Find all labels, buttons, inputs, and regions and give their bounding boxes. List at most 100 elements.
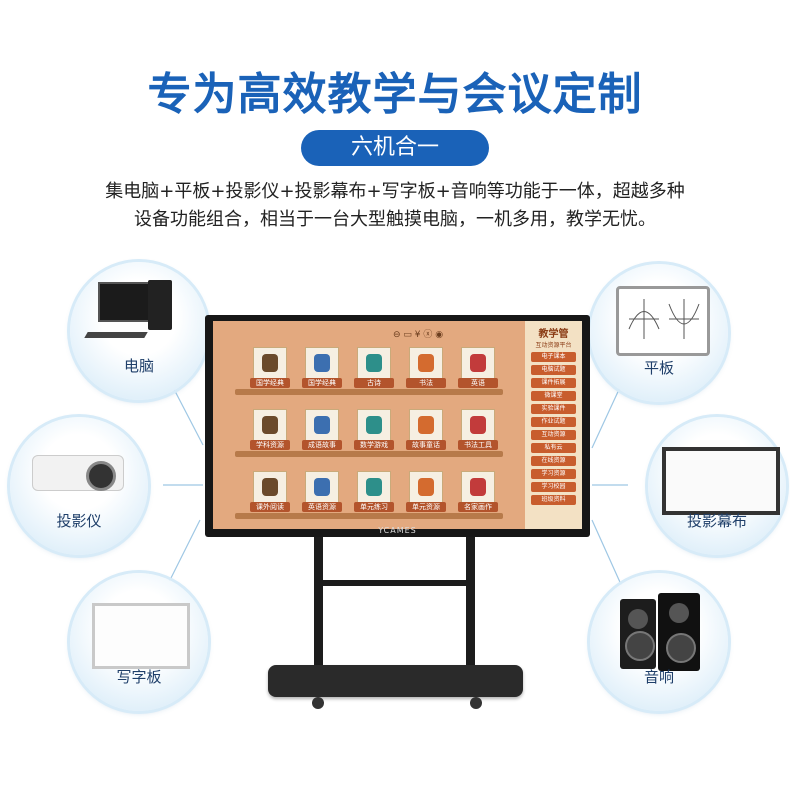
resource-book[interactable]: 书法 (406, 347, 446, 388)
resource-book[interactable]: 成语故事 (302, 409, 342, 450)
six-in-one-badge: 六机合一 (301, 130, 489, 166)
whiteboard-label: 写字板 (116, 668, 162, 686)
resource-book[interactable]: 国学经典 (302, 347, 342, 388)
book-label: 英语 (458, 378, 498, 388)
resource-book[interactable]: 数学游戏 (354, 409, 394, 450)
stand-crossbar-top (315, 580, 475, 586)
speaker-circle: 音响 (590, 573, 728, 711)
book-label: 名家画作 (458, 502, 498, 512)
book-cover-icon (418, 478, 434, 496)
book-cover-icon (418, 416, 434, 434)
shelf-row-2: 学科资源 成语故事 数学游戏 故事童话 书法工具 (235, 403, 503, 457)
tablet-circle: 平板 (590, 264, 728, 402)
menu-item[interactable]: 电脑试题 (531, 365, 576, 375)
book-label: 国学经典 (302, 378, 342, 388)
menu-item[interactable]: 学习资源 (531, 469, 576, 479)
speaker-right-icon (658, 593, 700, 671)
computer-tower-icon (148, 280, 172, 330)
book-cover-icon (262, 478, 278, 496)
book-label: 书法工具 (458, 440, 498, 450)
description-line-2: 设备功能组合，相当于一台大型触摸电脑，一机多用，教学无忧。 (134, 209, 656, 230)
keyboard-icon (84, 332, 148, 338)
resource-book[interactable]: 课外阅读 (250, 471, 290, 512)
book-label: 书法 (406, 378, 446, 388)
whiteboard-circle: 写字板 (70, 573, 208, 711)
book-cover-icon (314, 416, 330, 434)
book-cover-icon (314, 478, 330, 496)
resource-menu: 教学管 互动资源平台 电子课本电脑试题课件拓展微课堂实验课件作业试题互动资源私有… (525, 321, 582, 529)
resource-book[interactable]: 名家画作 (458, 471, 498, 512)
book-label: 学科资源 (250, 440, 290, 450)
resource-book[interactable]: 英语资源 (302, 471, 342, 512)
book-cover-icon (262, 354, 278, 372)
book-label: 课外阅读 (250, 502, 290, 512)
resource-book[interactable]: 古诗 (354, 347, 394, 388)
shelf-row-3: 课外阅读 英语资源 单元练习 单元资源 名家画作 (235, 465, 503, 519)
resource-book[interactable]: 单元资源 (406, 471, 446, 512)
menu-item[interactable]: 班级资料 (531, 495, 576, 505)
projector-label: 投影仪 (56, 512, 102, 530)
display-screen: ⊖ ▭ ¥ ⓧ ◉ 国学经典 国学经典 古诗 书法 英语 学科资源 成语故事 数学游戏 故事童… (213, 321, 525, 529)
screen-circle: 投影幕布 (648, 417, 786, 555)
book-cover-icon (470, 416, 486, 434)
resource-book[interactable]: 英语 (458, 347, 498, 388)
resource-book[interactable]: 学科资源 (250, 409, 290, 450)
book-cover-icon (262, 416, 278, 434)
book-label: 数学游戏 (354, 440, 394, 450)
wheel-left-icon (312, 697, 324, 709)
description-line-1: 集电脑+平板+投影仪+投影幕布+写字板+音响等功能于一体，超越多种 (105, 181, 685, 202)
stand-post-right (466, 537, 475, 667)
menu-item[interactable]: 电子课本 (531, 352, 576, 362)
resource-book[interactable]: 故事童话 (406, 409, 446, 450)
whiteboard-icon (92, 603, 190, 669)
menu-item[interactable]: 课件拓展 (531, 378, 576, 388)
book-cover-icon (366, 354, 382, 372)
tablet-label: 平板 (643, 359, 674, 377)
menu-subtitle: 互动资源平台 (535, 342, 572, 349)
menu-item[interactable]: 互动资源 (531, 430, 576, 440)
resource-book[interactable]: 书法工具 (458, 409, 498, 450)
speaker-label: 音响 (643, 668, 674, 686)
computer-circle: 电脑 (70, 262, 208, 400)
description: 集电脑+平板+投影仪+投影幕布+写字板+音响等功能于一体，超越多种 设备功能组合… (0, 178, 790, 234)
computer-label: 电脑 (123, 357, 154, 375)
tablet-icon (616, 286, 710, 356)
brand-logo: YCAMES (378, 526, 417, 535)
screen-toolbar: ⊖ ▭ ¥ ⓧ ◉ (393, 330, 444, 340)
book-cover-icon (470, 354, 486, 372)
menu-title: 教学管 (538, 329, 569, 340)
resource-book[interactable]: 国学经典 (250, 347, 290, 388)
stand-post-left (314, 537, 323, 667)
speaker-left-icon (620, 599, 656, 669)
menu-item[interactable]: 学习校园 (531, 482, 576, 492)
shelf-row-1: 国学经典 国学经典 古诗 书法 英语 (235, 341, 503, 395)
menu-item[interactable]: 实验课件 (531, 404, 576, 414)
menu-item[interactable]: 私有云 (531, 443, 576, 453)
menu-items: 电子课本电脑试题课件拓展微课堂实验课件作业试题互动资源私有云在线资源学习资源学习… (525, 352, 582, 505)
book-cover-icon (366, 416, 382, 434)
menu-item[interactable]: 作业试题 (531, 417, 576, 427)
page-title: 专为高效教学与会议定制 (147, 69, 643, 120)
book-label: 成语故事 (302, 440, 342, 450)
resource-book[interactable]: 单元练习 (354, 471, 394, 512)
book-cover-icon (314, 354, 330, 372)
interactive-display: ⊖ ▭ ¥ ⓧ ◉ 国学经典 国学经典 古诗 书法 英语 学科资源 成语故事 数学游戏 故事童… (205, 315, 590, 537)
projector-lens-icon (86, 461, 116, 491)
menu-item[interactable]: 在线资源 (531, 456, 576, 466)
graph-icon (628, 299, 700, 339)
screen-label: 投影幕布 (686, 512, 747, 530)
menu-item[interactable]: 微课堂 (531, 391, 576, 401)
computer-monitor-icon (98, 282, 152, 322)
book-label: 古诗 (354, 378, 394, 388)
wheel-right-icon (470, 697, 482, 709)
book-label: 单元练习 (354, 502, 394, 512)
book-label: 故事童话 (406, 440, 446, 450)
projection-screen-icon (662, 447, 780, 515)
book-cover-icon (366, 478, 382, 496)
book-label: 单元资源 (406, 502, 446, 512)
book-label: 英语资源 (302, 502, 342, 512)
stand-base (268, 665, 523, 697)
book-cover-icon (418, 354, 434, 372)
book-cover-icon (470, 478, 486, 496)
book-label: 国学经典 (250, 378, 290, 388)
